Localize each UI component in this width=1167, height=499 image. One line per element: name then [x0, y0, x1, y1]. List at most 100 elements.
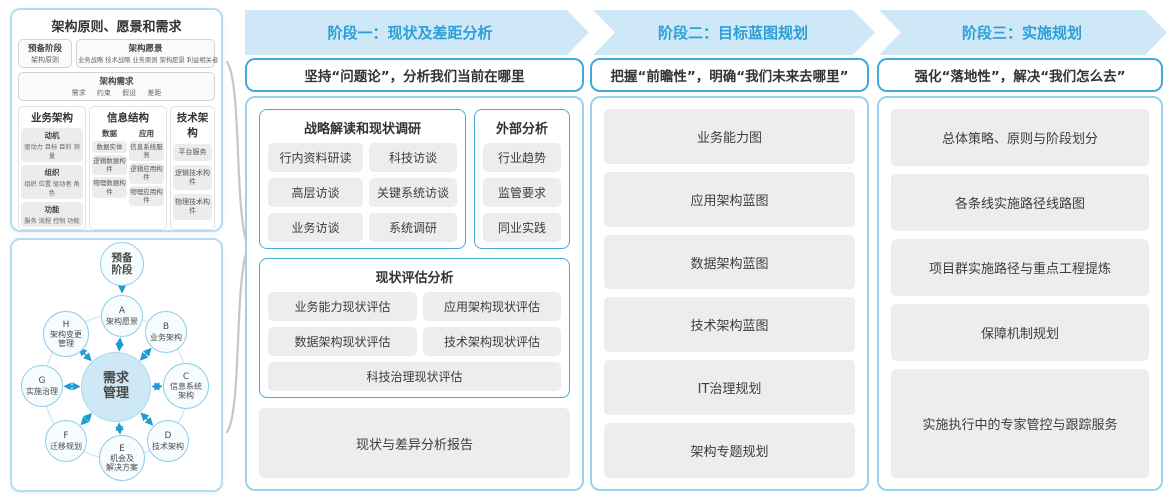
phase-3-item: 实施执行中的专家管控与跟踪服务: [891, 369, 1149, 479]
external-analysis-title: 外部分析: [495, 122, 548, 137]
assessment-grid: 业务能力现状评估 应用架构现状评估 数据架构现状评估 技术架构现状评估 科技治理…: [268, 292, 561, 391]
arrow-center-d: [140, 412, 154, 426]
adm-node-e: E 机会及 解决方案: [99, 435, 145, 481]
data-subcolumn: 数据 数据实体 逻辑数据构件 物理数据构件: [92, 127, 127, 206]
survey-item: 行内资料研读: [268, 143, 364, 172]
architecture-principles-panel: 架构原则、愿景和需求 预备阶段 架构原则 架构愿景 业务战略 技术战略 业务原则…: [10, 8, 223, 232]
adm-node-d: D 技术架构: [147, 420, 189, 462]
business-architecture-title: 业务架构: [31, 112, 73, 124]
phase-3-subtitle: 强化“落地性”，解决“我们怎么去”: [877, 58, 1163, 92]
strategy-survey-title: 战略解读和现状调研: [303, 122, 421, 137]
phase-1-content: 战略解读和现状调研 行内资料研读 科技访谈 高层访谈 关键系统访谈 业务访谈 系…: [245, 96, 584, 491]
architecture-requirements-box: 架构需求 需求 约束 假设 差距: [18, 72, 215, 101]
assessment-item: 应用架构现状评估: [423, 292, 561, 321]
box-title: 功能: [44, 205, 60, 214]
business-motivation-box: 动机 驱动力 目标 目的 测量: [21, 128, 83, 162]
node-letter: A: [118, 306, 126, 317]
information-structure-title: 信息结构: [107, 112, 149, 124]
phase-2-item: 业务能力图: [604, 109, 855, 164]
information-structure-column: 信息结构 数据 数据实体 逻辑数据构件 物理数据构件 应用 信息系统服务 逻辑应…: [89, 106, 167, 230]
assessment-item: 数据架构现状评估: [268, 327, 418, 356]
survey-item: 高层访谈: [268, 178, 364, 207]
adm-node-a: A 架构愿景: [101, 295, 143, 337]
phase-header-band: 阶段一：现状及差距分析 阶段二：目标蓝图规划 阶段三：实施规划: [245, 10, 1167, 55]
phase-3-column: 强化“落地性”，解决“我们怎么去” 总体策略、原则与阶段划分 各条线实施路径线路…: [877, 58, 1163, 491]
prep-phase-title: 预备阶段: [27, 44, 62, 54]
phase-3-item: 各条线实施路径线路图: [891, 174, 1149, 232]
external-analysis-box: 外部分析 行业趋势 监管要求 同业实践: [474, 109, 570, 249]
architecture-vision-box: 架构愿景 业务战略 技术战略 业务原则 架构愿景 利益相关者: [76, 39, 218, 68]
phase-2-stack: 业务能力图 应用架构蓝图 数据架构蓝图 技术架构蓝图 IT治理规划 架构专题规划: [604, 109, 855, 478]
box-title: 动机: [44, 131, 60, 140]
adm-node-h: H 架构变更 管理: [43, 311, 89, 357]
gap-analysis-report-box: 现状与差异分析报告: [259, 408, 570, 478]
assessment-item: 技术架构现状评估: [423, 327, 561, 356]
phase-2-header-arrow: 阶段二：目标蓝图规划: [593, 10, 875, 55]
node-label: 信息系统 架构: [170, 381, 202, 401]
adm-cycle-panel: 预备 阶段 需求 管理 A 架构愿景 B 业务架构 C 信息系统 架构 D 技术…: [10, 238, 223, 492]
architecture-requirements-title: 架构需求: [99, 77, 134, 87]
phase-2-item: 数据架构蓝图: [604, 234, 855, 290]
phase-3-item: 保障机制规划: [891, 304, 1149, 362]
node-label: 迁移规划: [50, 441, 82, 451]
arrow-center-e: [115, 422, 124, 435]
assessment-title: 现状评估分析: [375, 271, 454, 286]
phase-2-item: 架构专题规划: [604, 423, 855, 478]
box-sub: 服务 流程 控制 功能: [24, 218, 80, 225]
assessment-item: 科技治理现状评估: [268, 362, 561, 391]
adm-node-b: B 业务架构: [145, 311, 187, 353]
survey-item: 系统调研: [369, 213, 457, 242]
technology-item: 物理技术构件: [173, 194, 212, 220]
data-item: 逻辑数据构件: [92, 155, 127, 176]
application-item: 物理应用构件: [129, 185, 164, 206]
adm-center-label: 需求 管理: [102, 371, 129, 401]
node-label: 架构变更 管理: [50, 329, 82, 349]
business-architecture-column: 业务架构 动机 驱动力 目标 目的 测量 组织 组织 位置 驱动者 角色 功能 …: [18, 106, 86, 230]
phase-2-item: 应用架构蓝图: [604, 171, 855, 227]
information-subcolumns: 数据 数据实体 逻辑数据构件 物理数据构件 应用 信息系统服务 逻辑应用构件 物…: [92, 127, 164, 206]
technology-item: 逻辑技术构件: [173, 164, 212, 191]
prep-vision-row: 预备阶段 架构原则 架构愿景 业务战略 技术战略 业务原则 架构愿景 利益相关者: [18, 39, 218, 68]
phase-1-subtitle: 坚持“问题论”，分析我们当前在哪里: [245, 58, 584, 92]
phase-3-stack: 总体策略、原则与阶段划分 各条线实施路径线路图 项目群实施路径与重点工程提炼 保…: [891, 109, 1149, 479]
phase-2-item: IT治理规划: [604, 360, 855, 416]
architecture-requirements-sub: 需求 约束 假设 差距: [71, 89, 162, 97]
technology-architecture-column: 技术架构 平台服务 逻辑技术构件 物理技术构件: [170, 106, 215, 230]
box-title: 组织: [44, 168, 60, 177]
node-letter: B: [162, 322, 170, 333]
data-subcolumn-title: 数据: [102, 129, 117, 138]
principles-panel-title: 架构原则、愿景和需求: [51, 20, 182, 35]
architecture-vision-title: 架构愿景: [128, 44, 163, 54]
phase-1-header-arrow: 阶段一：现状及差距分析: [245, 10, 589, 55]
adm-node-g: G 实施治理: [21, 365, 63, 407]
prep-phase-node: 预备 阶段: [100, 242, 144, 286]
survey-item: 关键系统访谈: [369, 178, 457, 207]
phase-2-subtitle: 把握“前瞻性”，明确“我们未来去哪里”: [590, 58, 869, 92]
assessment-item: 业务能力现状评估: [268, 292, 418, 321]
box-sub: 驱动力 目标 目的 测量: [24, 144, 80, 160]
assessment-box: 现状评估分析 业务能力现状评估 应用架构现状评估 数据架构现状评估 技术架构现状…: [259, 258, 570, 398]
node-letter: H: [62, 319, 70, 330]
arrow-center-f: [80, 412, 93, 426]
phase-2-item: 技术架构蓝图: [604, 297, 855, 353]
technology-item: 平台服务: [173, 144, 212, 161]
data-item: 数据实体: [92, 141, 127, 154]
node-letter: E: [119, 443, 125, 454]
node-label: 实施治理: [26, 386, 58, 396]
external-item: 同业实践: [483, 213, 561, 242]
prep-phase-node-label: 预备 阶段: [111, 251, 133, 276]
phase-2-content: 业务能力图 应用架构蓝图 数据架构蓝图 技术架构蓝图 IT治理规划 架构专题规划: [590, 96, 869, 491]
strategy-survey-grid: 行内资料研读 科技访谈 高层访谈 关键系统访谈 业务访谈 系统调研: [268, 143, 457, 242]
phase-3-item: 总体策略、原则与阶段划分: [891, 109, 1149, 167]
node-letter: D: [164, 431, 172, 442]
node-letter: G: [38, 376, 46, 387]
arrow-center-b: [139, 347, 152, 361]
external-analysis-stack: 行业趋势 监管要求 同业实践: [483, 143, 561, 242]
technology-architecture-title: 技术架构: [176, 112, 209, 139]
node-label: 业务架构: [150, 332, 182, 342]
survey-item: 科技访谈: [369, 143, 457, 172]
phase-3-content: 总体策略、原则与阶段划分 各条线实施路径线路图 项目群实施路径与重点工程提炼 保…: [877, 96, 1163, 491]
phase-1-column: 坚持“问题论”，分析我们当前在哪里 战略解读和现状调研 行内资料研读 科技访谈 …: [245, 58, 584, 491]
application-subcolumn-title: 应用: [139, 129, 154, 138]
architecture-columns: 业务架构 动机 驱动力 目标 目的 测量 组织 组织 位置 驱动者 角色 功能 …: [18, 106, 215, 230]
